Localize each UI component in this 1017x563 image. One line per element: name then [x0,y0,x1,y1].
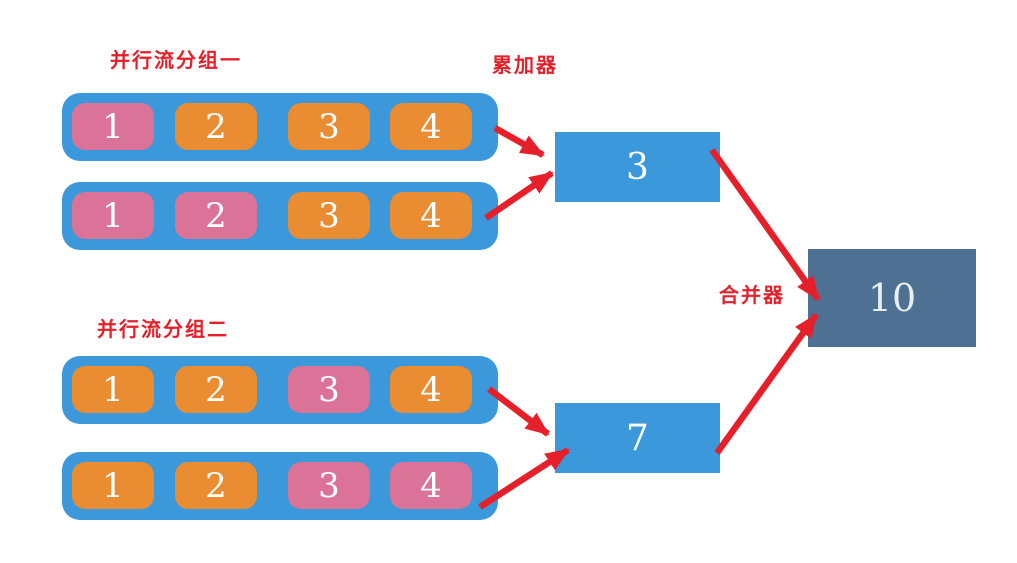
stream-row-1: 1 2 3 4 [62,93,498,161]
merger-label: 合并器 [719,285,785,307]
arrow-row1-to-acc1 [493,125,545,158]
stream-cell: 1 [72,462,154,509]
stream-cell: 4 [390,366,472,413]
stream-row-4: 1 2 3 4 [62,452,498,520]
group1-label: 并行流分组一 [110,50,242,72]
stream-cell: 3 [288,462,370,509]
accumulator-value: 3 [626,146,649,188]
merger-value: 10 [867,276,917,320]
stream-cell: 4 [390,103,472,150]
accumulator-label: 累加器 [492,55,558,77]
stream-cell: 2 [175,192,257,239]
stream-cell: 3 [288,366,370,413]
accumulator-value: 7 [626,417,649,459]
stream-cell: 2 [175,366,257,413]
merger-box: 10 [808,249,976,347]
stream-cell: 3 [288,192,370,239]
stream-cell: 1 [72,192,154,239]
stream-row-2: 1 2 3 4 [62,182,498,250]
stream-cell: 2 [175,462,257,509]
stream-cell: 4 [390,462,472,509]
accumulator-box-1: 3 [555,132,720,202]
stream-cell: 1 [72,366,154,413]
arrow-acc2-to-merger [714,313,819,455]
stream-cell: 2 [175,103,257,150]
stream-row-3: 1 2 3 4 [62,356,498,424]
stream-cell: 3 [288,103,370,150]
arrow-acc1-to-merger [709,148,821,301]
group2-label: 并行流分组二 [97,319,229,341]
stream-cell: 4 [390,192,472,239]
accumulator-box-2: 7 [555,403,720,473]
stream-cell: 1 [72,103,154,150]
